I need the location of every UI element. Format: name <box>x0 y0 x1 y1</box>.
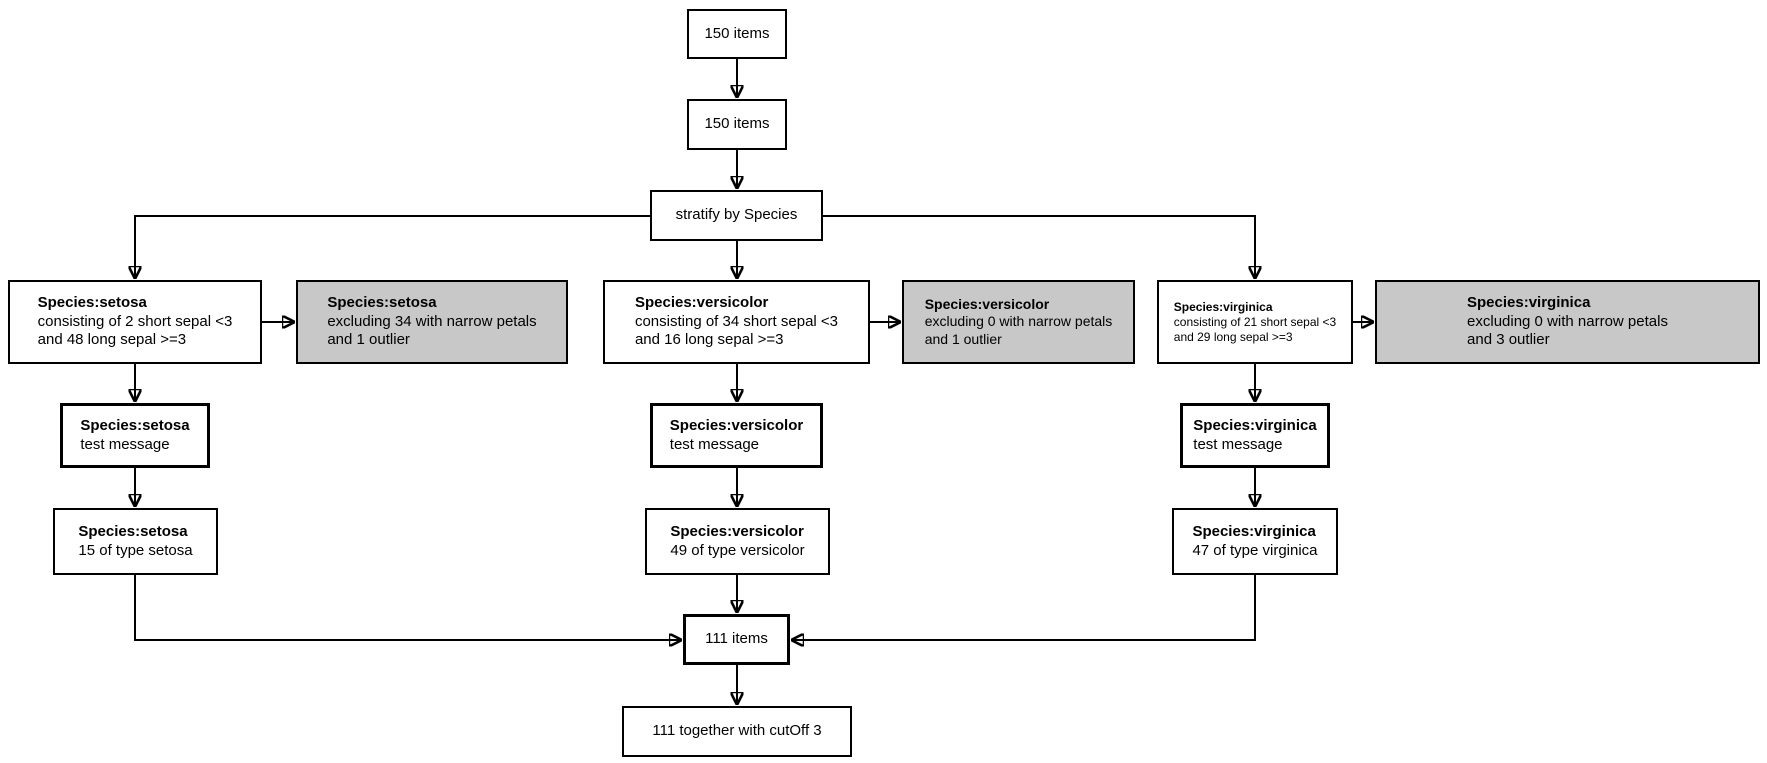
branch-setosa-test-box: Species:setosa test message <box>60 403 210 468</box>
branch-virginica-main-title: Species:virginica <box>1173 299 1273 314</box>
branch-versicolor-exclusion-box: Species:versicolor excluding 0 with narr… <box>902 280 1135 364</box>
branch-versicolor-exclusion-title: Species:versicolor <box>924 295 1050 312</box>
branch-setosa-test-title: Species:setosa <box>80 416 190 434</box>
branch-virginica-count-title: Species:virginica <box>1192 522 1316 540</box>
branch-virginica-exclusion-line2: and 3 outlier <box>1467 331 1550 349</box>
stratify-box-label: stratify by Species <box>675 206 798 224</box>
branch-virginica-exclusion-title: Species:virginica <box>1467 293 1591 311</box>
population-box-1-label: 150 items <box>704 24 770 42</box>
branch-setosa-count-title: Species:setosa <box>78 522 188 540</box>
branch-virginica-test-title: Species:virginica <box>1193 416 1317 434</box>
branch-versicolor-count-title: Species:versicolor <box>670 522 804 540</box>
branch-setosa-main-line2: and 48 long sepal >=3 <box>37 331 187 349</box>
branch-versicolor-main-title: Species:versicolor <box>634 293 769 311</box>
final-box-label: 111 together with cutOff 3 <box>652 722 822 740</box>
population-box-1: 150 items <box>687 9 787 59</box>
merge-box: 111 items <box>683 614 790 665</box>
final-box: 111 together with cutOff 3 <box>622 706 852 757</box>
branch-virginica-count-line: 47 of type virginica <box>1192 541 1318 559</box>
branch-setosa-main-title: Species:setosa <box>37 293 147 311</box>
branch-versicolor-main-box: Species:versicolor consisting of 34 shor… <box>603 280 870 364</box>
branch-versicolor-count-line: 49 of type versicolor <box>670 541 805 559</box>
branch-virginica-exclusion-box: Species:virginica excluding 0 with narro… <box>1375 280 1760 364</box>
branch-setosa-count-box: Species:setosa 15 of type setosa <box>53 508 218 575</box>
branch-virginica-exclusion-line1: excluding 0 with narrow petals <box>1467 312 1668 330</box>
branch-versicolor-test-line: test message <box>669 435 760 453</box>
branch-setosa-exclusion-title: Species:setosa <box>327 293 437 311</box>
branch-setosa-main-line1: consisting of 2 short sepal <3 <box>37 312 233 330</box>
branch-setosa-exclusion-box: Species:setosa excluding 34 with narrow … <box>296 280 568 364</box>
branch-virginica-test-box: Species:virginica test message <box>1180 403 1330 468</box>
branch-setosa-count-line: 15 of type setosa <box>78 541 193 559</box>
branch-virginica-count-box: Species:virginica 47 of type virginica <box>1172 508 1338 575</box>
branch-versicolor-test-title: Species:versicolor <box>669 416 804 434</box>
branch-virginica-main-line1: consisting of 21 short sepal <3 <box>1173 314 1337 329</box>
branch-versicolor-test-box: Species:versicolor test message <box>650 403 823 468</box>
branch-setosa-test-line: test message <box>80 435 170 453</box>
branch-setosa-exclusion-line1: excluding 34 with narrow petals <box>327 312 537 330</box>
branch-virginica-test-line: test message <box>1193 435 1283 453</box>
branch-virginica-main-line2: and 29 long sepal >=3 <box>1173 329 1293 344</box>
branch-setosa-exclusion-line2: and 1 outlier <box>327 331 410 349</box>
branch-versicolor-exclusion-line2: and 1 outlier <box>924 330 1002 347</box>
merge-box-label: 111 items <box>705 630 768 648</box>
branch-versicolor-count-box: Species:versicolor 49 of type versicolor <box>645 508 830 575</box>
branch-versicolor-main-line2: and 16 long sepal >=3 <box>634 331 784 349</box>
branch-virginica-main-box: Species:virginica consisting of 21 short… <box>1157 280 1353 364</box>
branch-versicolor-exclusion-line1: excluding 0 with narrow petals <box>924 313 1113 330</box>
branch-setosa-main-box: Species:setosa consisting of 2 short sep… <box>8 280 262 364</box>
population-box-2: 150 items <box>687 99 787 150</box>
population-box-2-label: 150 items <box>704 115 770 133</box>
branch-versicolor-main-line1: consisting of 34 short sepal <3 <box>634 312 839 330</box>
stratify-box: stratify by Species <box>650 190 823 241</box>
